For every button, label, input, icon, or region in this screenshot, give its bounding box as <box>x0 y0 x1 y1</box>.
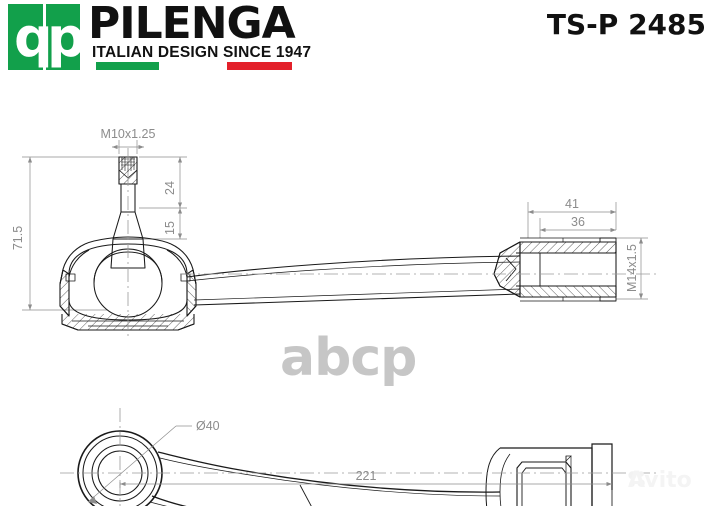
pilenga-logo-mark: q p <box>8 4 86 70</box>
avito-watermark: Avito <box>628 468 692 493</box>
drawing-side-view <box>22 140 660 340</box>
italian-flag-red-bar <box>227 62 292 70</box>
dim-sleeve-outer-length: 41 <box>565 197 579 211</box>
dim-overall-height: 71.5 <box>11 226 25 250</box>
abcp-watermark: abcp <box>280 328 417 388</box>
dimension-labels: 71.5 M10x1.25 24 15 41 36 M14x1.5 Ø40 22… <box>11 127 639 483</box>
tie-rod-arm-side <box>186 255 521 306</box>
logo-glyph-p: p <box>47 6 86 69</box>
technical-drawing: 71.5 M10x1.25 24 15 41 36 M14x1.5 Ø40 22… <box>0 78 720 506</box>
logo-divider <box>43 4 46 70</box>
brand-name: PILENGA <box>88 0 296 49</box>
drawing-bottom-view <box>60 408 660 506</box>
threaded-sleeve <box>493 237 617 302</box>
dim-sleeve-thread: M14x1.5 <box>625 244 639 292</box>
avito-logo-icon <box>628 471 645 487</box>
dimension-lines <box>22 140 648 311</box>
dim-stud-thread: M10x1.25 <box>101 127 156 141</box>
brand-header: q p PILENGA ITALIAN DESIGN SINCE 1947 TS… <box>0 0 720 75</box>
dim-thread-length: 24 <box>163 181 177 195</box>
dim-overall-length: 221 <box>356 469 377 483</box>
part-number: TS-P 2485 <box>546 8 706 41</box>
dim-taper-length: 15 <box>163 221 177 235</box>
center-lines-side <box>127 148 660 340</box>
logo-glyph-q: q <box>14 6 53 69</box>
dim-sleeve-bore-length: 36 <box>571 215 585 229</box>
italian-flag-green-bar <box>96 62 159 70</box>
brand-tagline: ITALIAN DESIGN SINCE 1947 <box>92 44 312 61</box>
dim-housing-diameter: Ø40 <box>196 419 220 433</box>
